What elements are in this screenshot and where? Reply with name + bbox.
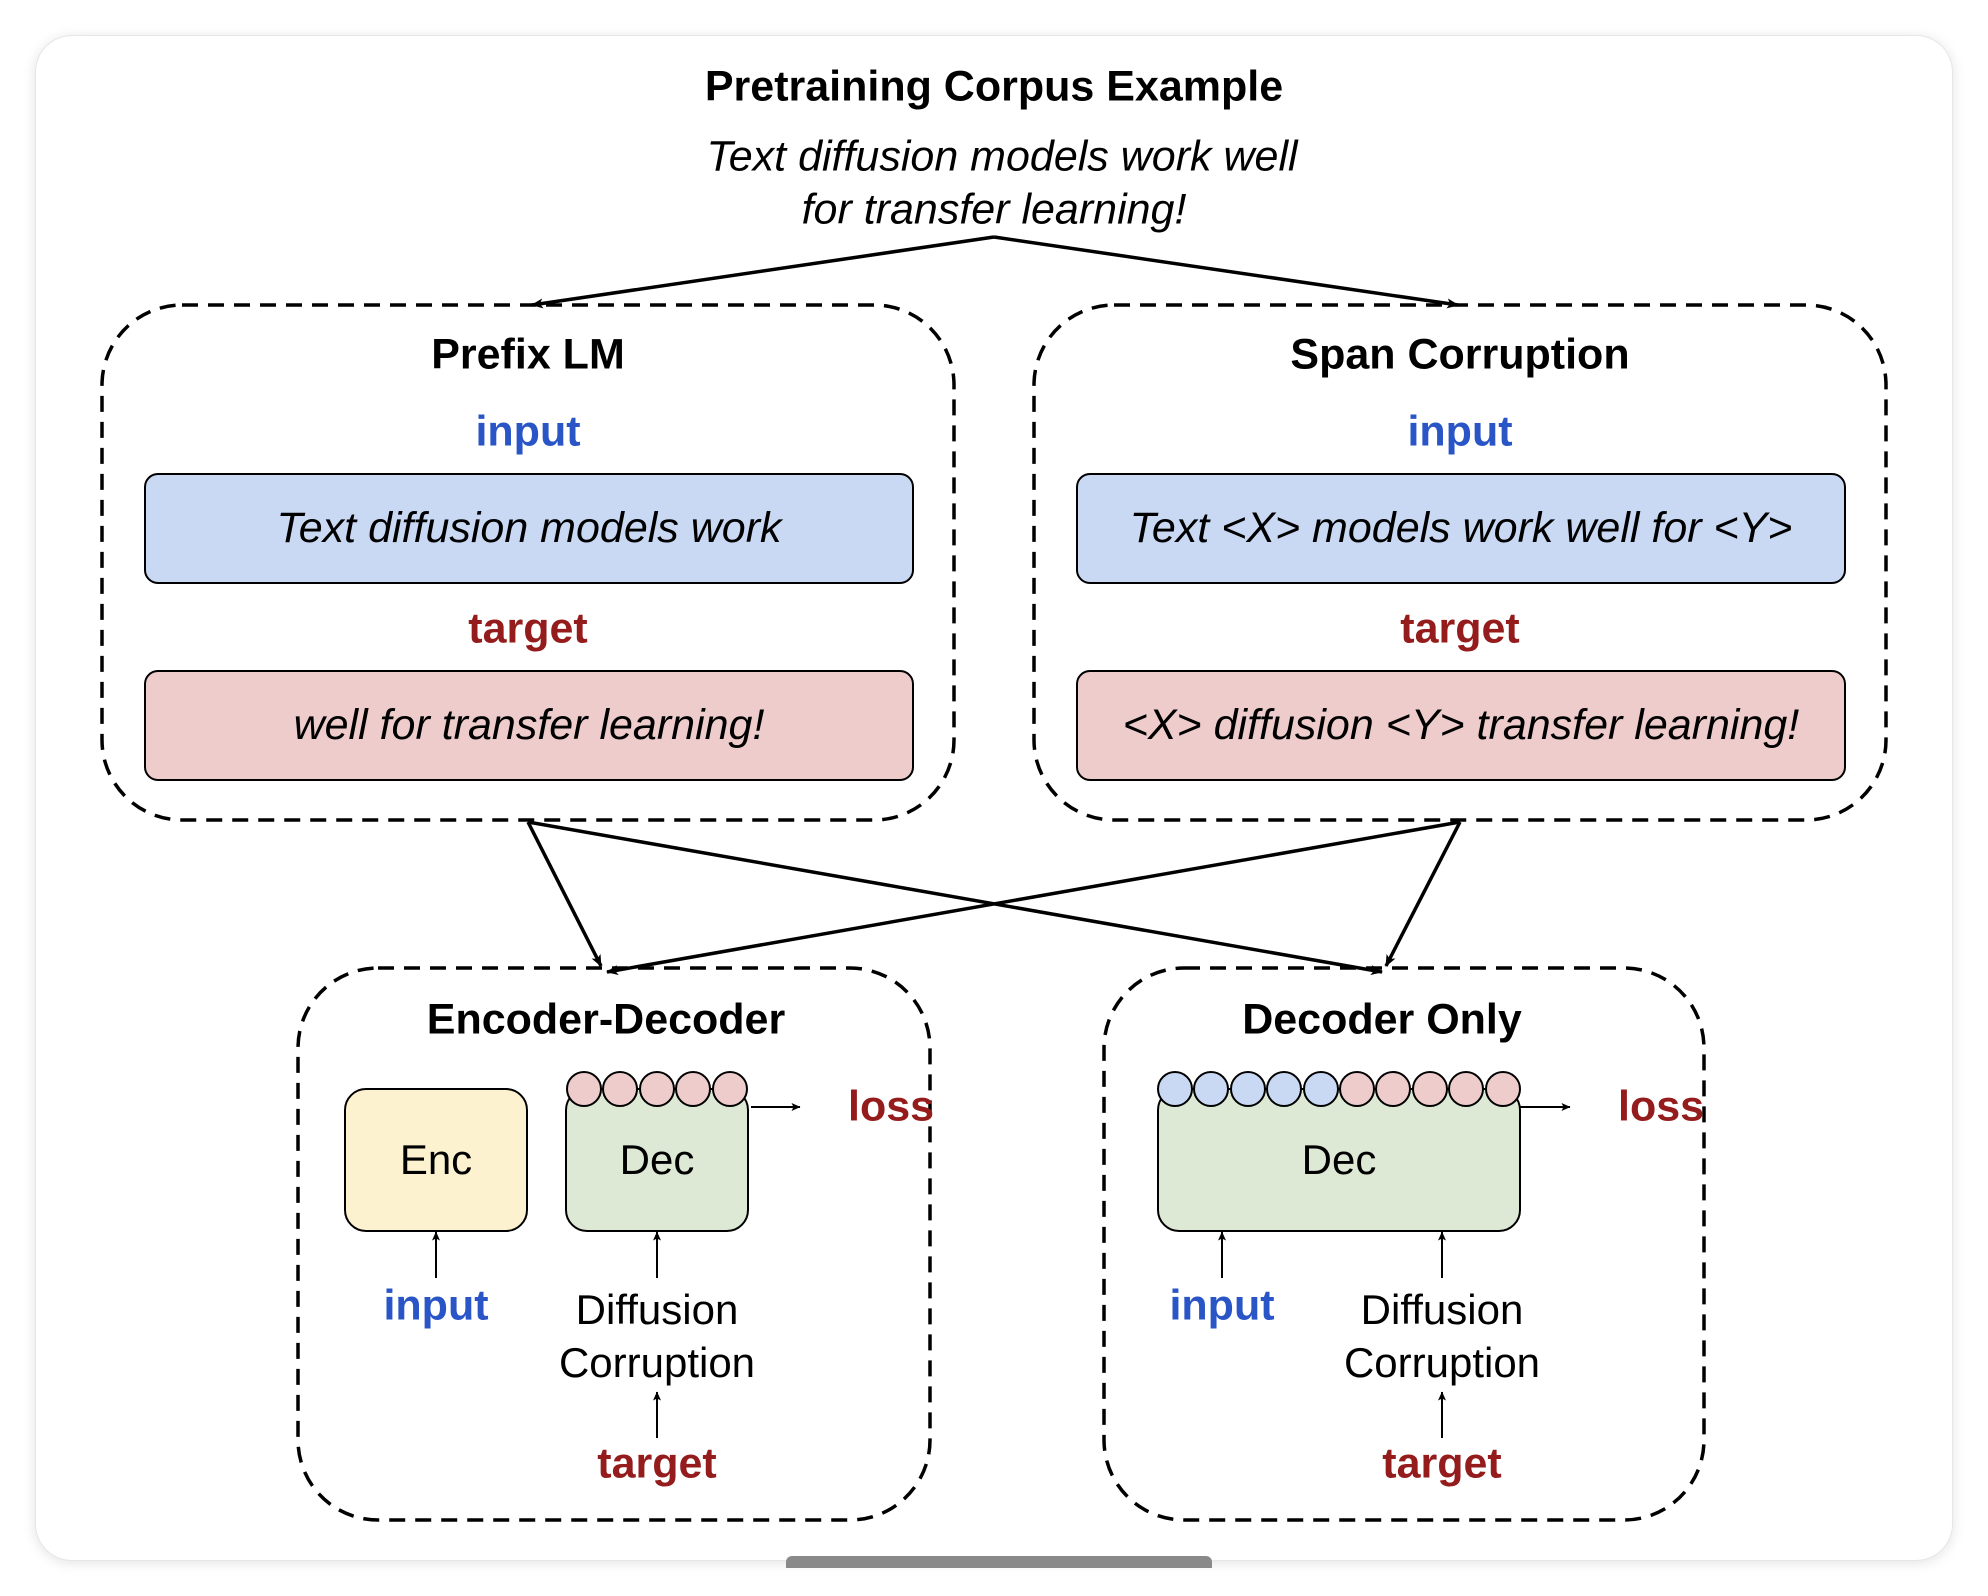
decoder-only-label: Dec [1301,1136,1377,1183]
target-token-circle [675,1071,712,1107]
figure-card: Pretraining Corpus Example Text diffusio… [36,36,1952,1560]
span-corruption-group [1032,303,1888,822]
encoder-decoder-group [296,966,932,1522]
target-token-circle [711,1071,748,1107]
decoder-only-loss-label: loss [1618,1082,1705,1131]
decoder-block: Dec [565,1088,749,1232]
prefix-lm-target-label: target [468,604,588,653]
target-token-circle [1411,1071,1448,1107]
span-corruption-target-text: <X> diffusion <Y> transfer learning! [1122,701,1800,749]
target-token-circle [1484,1071,1521,1107]
prefix-lm-title: Prefix LM [431,330,625,379]
encoder-decoder-target-label: target [597,1439,717,1488]
encoder-decoder-title: Encoder-Decoder [426,995,786,1044]
target-token-circle [1339,1071,1375,1107]
input-token-circle [1193,1071,1230,1107]
decoder-only-target-label: target [1382,1439,1502,1488]
decoder-only-block: Dec [1157,1088,1521,1232]
prefix-lm-group [100,303,956,822]
input-token-circle [1229,1071,1266,1107]
arrow-corpus-to-prefix-lm [531,235,995,309]
arrow-corpus-to-span-corruption [993,235,1459,309]
decoder-only-corruption-line2: Corruption [1343,1339,1541,1386]
span-corruption-target-box: <X> diffusion <Y> transfer learning! [1076,670,1846,781]
prefix-lm-input-box: Text diffusion models work [144,473,914,584]
span-corruption-input-box: Text <X> models work well for <Y> [1076,473,1846,584]
decoder-only-title: Decoder Only [1242,995,1522,1044]
span-corruption-title: Span Corruption [1290,330,1630,379]
corpus-title: Pretraining Corpus Example [704,62,1284,111]
encoder-decoder-input-label: input [383,1281,489,1330]
target-token-circle [1375,1071,1412,1107]
target-token-circle [602,1071,639,1107]
arrow-span-corruption-to-decoder-only [1384,821,1462,967]
prefix-lm-target-text: well for transfer learning! [293,701,765,749]
encoder-decoder-corruption-line2: Corruption [558,1339,756,1386]
encoder-decoder-loss-label: loss [848,1082,935,1131]
encoder-block: Enc [344,1088,528,1232]
target-token-circle [1448,1071,1485,1107]
span-corruption-input-text: Text <X> models work well for <Y> [1129,504,1793,552]
prefix-lm-input-text: Text diffusion models work [276,504,782,552]
arrow-span-corruption-to-encoder-decoder [606,820,1461,976]
target-token-circle [638,1071,675,1107]
input-token-circle [1266,1071,1303,1107]
corpus-sentence-line2: for transfer learning! [801,185,1187,234]
horizontal-scrollbar[interactable] [786,1556,1212,1568]
prefix-lm-target-box: well for transfer learning! [144,670,914,781]
decoder-only-group [1102,966,1706,1522]
arrow-prefix-lm-to-encoder-decoder [526,821,603,967]
input-token-circle [1157,1071,1193,1107]
decoder-label: Dec [619,1136,695,1183]
encoder-decoder-corruption-line1: Diffusion [575,1286,739,1333]
span-corruption-input-label: input [1407,407,1513,456]
diagram-graphics [100,235,1888,1522]
span-corruption-target-label: target [1400,604,1520,653]
input-token-circle [1302,1071,1339,1107]
target-token-circle [566,1071,602,1107]
decoder-only-corruption-line1: Diffusion [1360,1286,1524,1333]
prefix-lm-input-label: input [475,407,581,456]
encoder-label: Enc [399,1136,473,1183]
corpus-sentence-line1: Text diffusion models work well [706,132,1298,181]
decoder-only-input-label: input [1169,1281,1275,1330]
arrow-prefix-lm-to-decoder-only [527,820,1383,976]
